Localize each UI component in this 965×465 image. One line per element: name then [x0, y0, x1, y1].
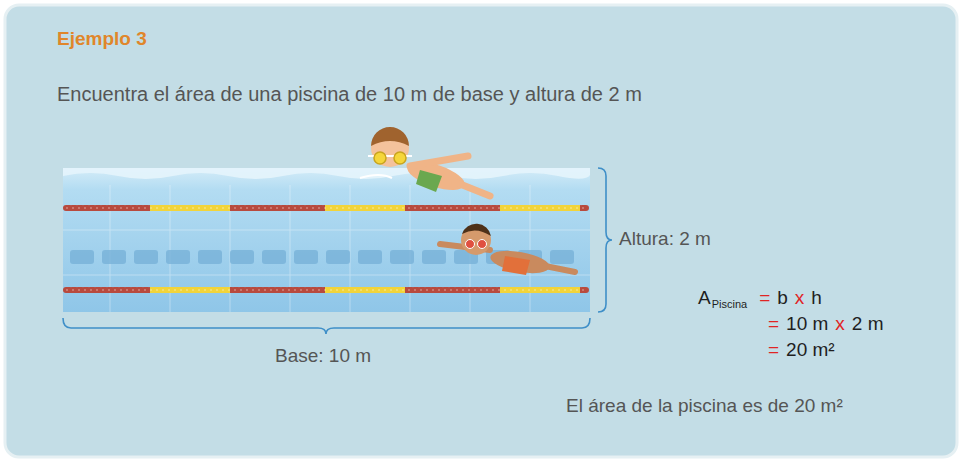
formula-operator: =: [768, 339, 779, 362]
swimmer-one: [360, 127, 490, 196]
swimmer-two: [440, 224, 575, 277]
formula-term: 2 m: [852, 313, 884, 336]
pool-illustration: [63, 127, 590, 312]
example-title: Ejemplo 3: [57, 28, 147, 51]
lane-rope: [66, 208, 587, 290]
height-bracket: [598, 168, 612, 312]
formula-term: h: [811, 287, 822, 310]
formula-term: 20 m²: [786, 339, 835, 362]
formula-row: APiscina = bxh: [698, 287, 829, 310]
formula-row: = 10 m x 2 m: [768, 313, 891, 336]
base-bracket: [63, 318, 590, 334]
formula-operator: =: [768, 313, 779, 336]
formula-operator: x: [795, 287, 805, 310]
answer-sentence: El área de la piscina es de 20 m²: [566, 395, 843, 418]
height-dimension: Altura: 2 m: [619, 228, 711, 251]
formula-row: = 20 m²: [768, 339, 842, 362]
formula-term: b: [777, 287, 788, 310]
formula-operator: =: [759, 287, 770, 310]
card-background: [5, 5, 957, 457]
base-dimension: Base: 10 m: [275, 345, 371, 368]
problem-statement: Encuentra el área de una piscina de 10 m…: [57, 82, 642, 106]
area-subscript: Piscina: [712, 298, 747, 311]
formula-term: 10 m: [786, 313, 828, 336]
formula-operator: x: [835, 313, 845, 336]
area-symbol: A: [698, 287, 711, 310]
